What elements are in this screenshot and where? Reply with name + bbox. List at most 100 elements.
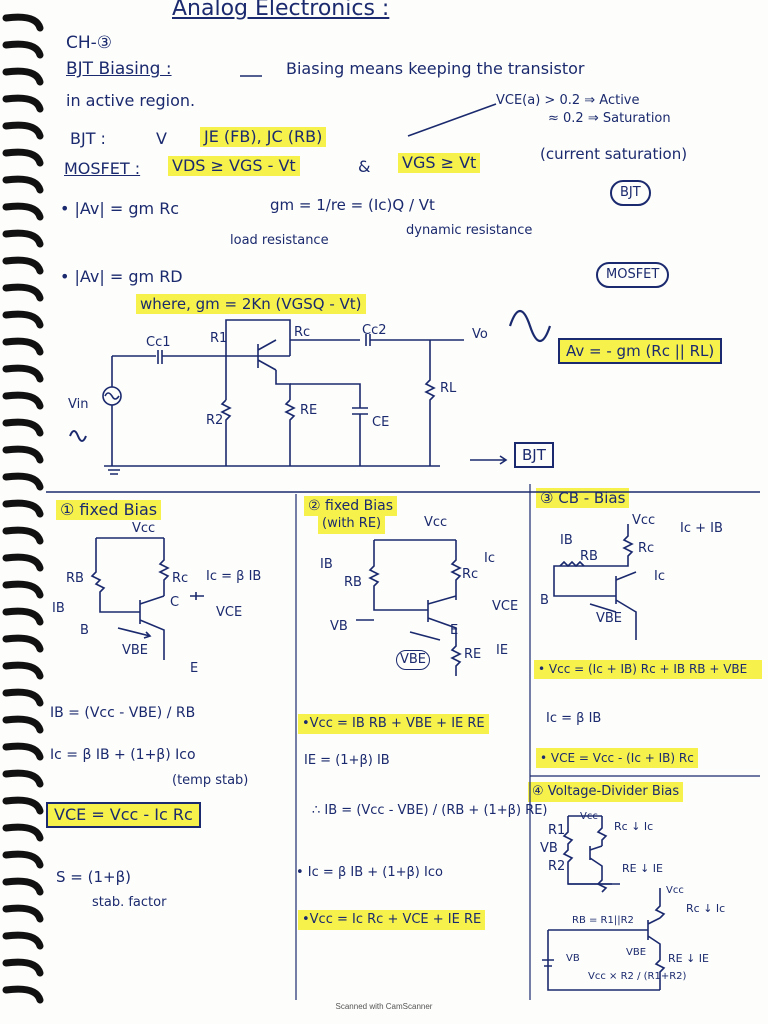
vdb-fc-ic: Rc ↓ Ic: [686, 902, 726, 915]
spiral-ring: [2, 958, 44, 977]
vdb-re-ie: RE ↓ IE: [622, 862, 663, 875]
spiral-ring: [2, 553, 44, 572]
definition-line-1: Biasing means keeping the transistor: [286, 59, 585, 78]
spiral-ring: [2, 688, 44, 707]
page-title: Analog Electronics :: [172, 0, 390, 21]
bjt-biasing-heading: BJT Biasing :: [66, 59, 172, 79]
mosfet-gain-eq: • |Av| = gm RD: [60, 267, 183, 286]
rl-label: RL: [440, 381, 457, 396]
spiral-ring: [2, 904, 44, 923]
cb-b: B: [540, 593, 549, 608]
mosfet-condition-1: VDS ≥ VGS - Vt: [168, 156, 300, 176]
spiral-ring: [2, 931, 44, 950]
vce-active-note: VCE(a) > 0.2 ⇒ Active: [496, 93, 640, 108]
mosfet-label: MOSFET :: [64, 159, 141, 178]
re-label: RE: [300, 403, 318, 418]
load-resistance-note: load resistance: [230, 233, 329, 248]
cb-rc: Rc: [638, 541, 655, 556]
spiral-ring: [2, 499, 44, 518]
fb-b: B: [80, 623, 89, 638]
and-symbol: &: [358, 157, 371, 176]
spiral-ring: [2, 715, 44, 734]
bjt-tag: BJT: [610, 180, 651, 206]
cb-eq1: • Vcc = (Ic + IB) Rc + IB RB + VBE: [534, 660, 762, 679]
spiral-ring: [2, 67, 44, 86]
cb-bias-circuit: [553, 524, 637, 640]
spiral-binding: [2, 13, 44, 1004]
gm-equation: gm = 1/re = (Ic)Q / Vt: [270, 196, 435, 214]
fbre-vce: VCE: [492, 599, 519, 614]
fb-vce-eq: VCE = Vcc - Ic Rc: [46, 802, 201, 828]
mosfet-condition-2: VGS ≥ Vt: [398, 153, 481, 173]
cb-rb: RB: [580, 549, 598, 564]
fixed-bias-circuit: [90, 537, 204, 660]
vdb-rb-eq: RB = R1||R2: [572, 915, 634, 926]
ce-label: CE: [372, 415, 390, 430]
vdb-vth: Vcc × R2 / (R1+R2): [588, 971, 687, 982]
fbre-vcc: Vcc: [424, 515, 448, 530]
fbre-e: E: [450, 623, 459, 638]
spiral-ring: [2, 229, 44, 248]
fb-ic-full: Ic = β IB + (1+β) Ico: [50, 747, 196, 763]
spiral-ring: [2, 40, 44, 59]
fbre-eq5: •Vcc = Ic Rc + VCE + IE RE: [298, 910, 486, 930]
bjt-gain-eq: • |Av| = gm Rc: [60, 199, 180, 218]
spiral-ring: [2, 769, 44, 788]
vdb-rc-ic: Rc ↓ Ic: [614, 820, 654, 833]
cb-vcc: Vcc: [632, 513, 656, 528]
spiral-ring: [2, 607, 44, 626]
fbre-ic: Ic: [484, 551, 495, 566]
vdb-r1: R1: [548, 823, 566, 838]
fb-c: C: [170, 595, 180, 610]
where-gm-eq: where, gm = 2Kn (VGSQ - Vt): [136, 294, 366, 314]
spiral-ring: [2, 850, 44, 869]
fb-ib: IB: [52, 601, 65, 616]
vdb-vb: VB: [540, 841, 558, 856]
fbre-vbe: VBE: [396, 650, 431, 670]
spiral-ring: [2, 418, 44, 437]
fbre-eq1: •Vcc = IB RB + VBE + IE RE: [298, 714, 489, 734]
cb-ib: IB: [560, 533, 573, 548]
vce-saturation-note: ≈ 0.2 ⇒ Saturation: [548, 111, 671, 126]
amplifier-circuit: [69, 309, 552, 475]
fbre-ie: IE: [496, 643, 509, 658]
fbre-ib: IB: [320, 557, 333, 572]
av-formula: Av = - gm (Rc || RL): [558, 338, 723, 364]
vdb-vb2: VB: [566, 953, 580, 964]
chapter-label: CH-③: [66, 33, 113, 53]
vdb-r2: R2: [548, 859, 566, 874]
spiral-ring: [2, 580, 44, 599]
circuit-drawings: [46, 75, 760, 1000]
fb-e: E: [190, 661, 199, 676]
fb-vcc: Vcc: [132, 521, 156, 536]
spiral-ring: [2, 310, 44, 329]
bjt-check-mark: V: [156, 129, 167, 148]
fbre-re: RE: [464, 647, 482, 662]
fb-rc: Rc: [172, 571, 189, 586]
fb-temp-stab: (temp stab): [172, 773, 249, 788]
fb-ib-eq: IB = (Vcc - VBE) / RB: [50, 705, 196, 721]
fbre-heading: ② fixed Bias: [304, 496, 397, 516]
fbre-rb: RB: [344, 575, 362, 590]
spiral-ring: [2, 121, 44, 140]
vdb-vbe: VBE: [626, 947, 647, 958]
spiral-ring: [2, 148, 44, 167]
vdb-vcc-2: Vcc: [666, 885, 684, 896]
spiral-ring: [2, 823, 44, 842]
vdb-re2: RE ↓ IE: [668, 952, 709, 965]
spiral-ring: [2, 526, 44, 545]
fb-stab-factor: stab. factor: [92, 895, 167, 910]
fixed-bias-re-circuit: [356, 539, 462, 676]
fbre-vb: VB: [330, 619, 348, 634]
spiral-ring: [2, 364, 44, 383]
vo-label: Vo: [472, 327, 488, 342]
dynamic-resistance-note: dynamic resistance: [406, 223, 533, 238]
fbre-eq3: ∴ IB = (Vcc - VBE) / (RB + (1+β) RE): [312, 803, 548, 818]
spiral-ring: [2, 445, 44, 464]
vin-label: Vin: [68, 397, 89, 412]
bjt-condition: JE (FB), JC (RB): [200, 127, 327, 147]
arrow-to-vce: [407, 103, 497, 137]
spiral-ring: [2, 391, 44, 410]
r2-label: R2: [206, 413, 224, 428]
